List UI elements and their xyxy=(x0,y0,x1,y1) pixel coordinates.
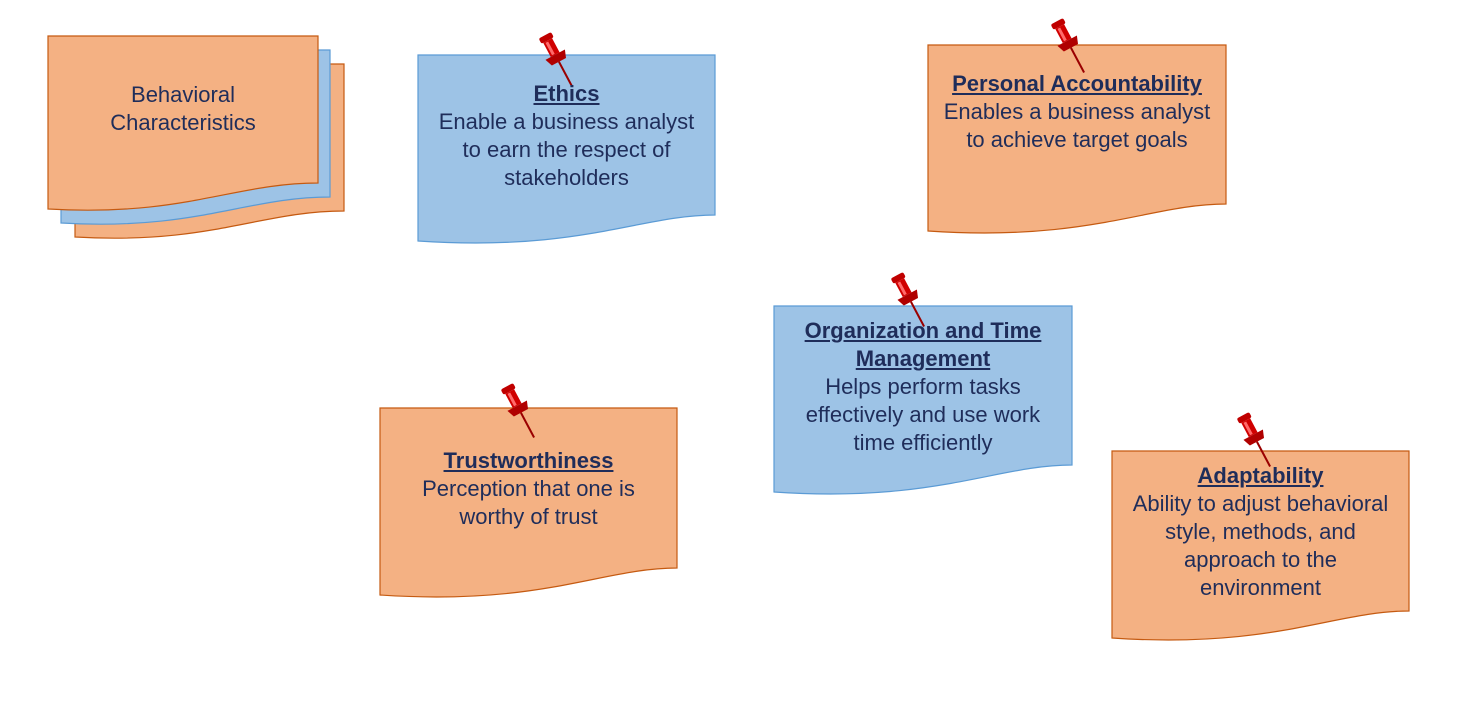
header-card-line2: Characteristics xyxy=(110,110,256,135)
ethics-title: Ethics xyxy=(533,81,600,106)
ethics-note-shape xyxy=(417,54,716,244)
pushpin-icon xyxy=(1051,18,1085,73)
pushpin-icon xyxy=(891,272,925,327)
organization-body: Helps perform tasks effectively and use … xyxy=(805,374,1041,455)
accountability-body: Enables a business analyst to achieve ta… xyxy=(943,99,1211,152)
adapt-note-shape xyxy=(1111,450,1410,641)
pushpin-icon xyxy=(539,32,573,87)
header-card-line1: Behavioral xyxy=(131,82,235,107)
organization-note-shape xyxy=(773,305,1073,495)
header-card-label: Behavioral Characteristics xyxy=(48,81,318,137)
pushpin-icon xyxy=(1237,412,1271,467)
pushpin-icon xyxy=(501,383,535,438)
adapt-title: Adaptability xyxy=(1197,463,1324,488)
trust-note-shape xyxy=(379,407,678,598)
accountability-note-shape xyxy=(927,44,1227,234)
trust-body: Perception that one is worthy of trust xyxy=(422,476,635,529)
organization-title: Organization and Time Management xyxy=(804,318,1042,371)
adapt-body: Ability to adjust behavioral style, meth… xyxy=(1132,491,1389,600)
accountability-title: Personal Accountability xyxy=(952,71,1202,96)
trust-title: Trustworthiness xyxy=(443,448,614,473)
ethics-body: Enable a business analyst to earn the re… xyxy=(438,109,695,190)
